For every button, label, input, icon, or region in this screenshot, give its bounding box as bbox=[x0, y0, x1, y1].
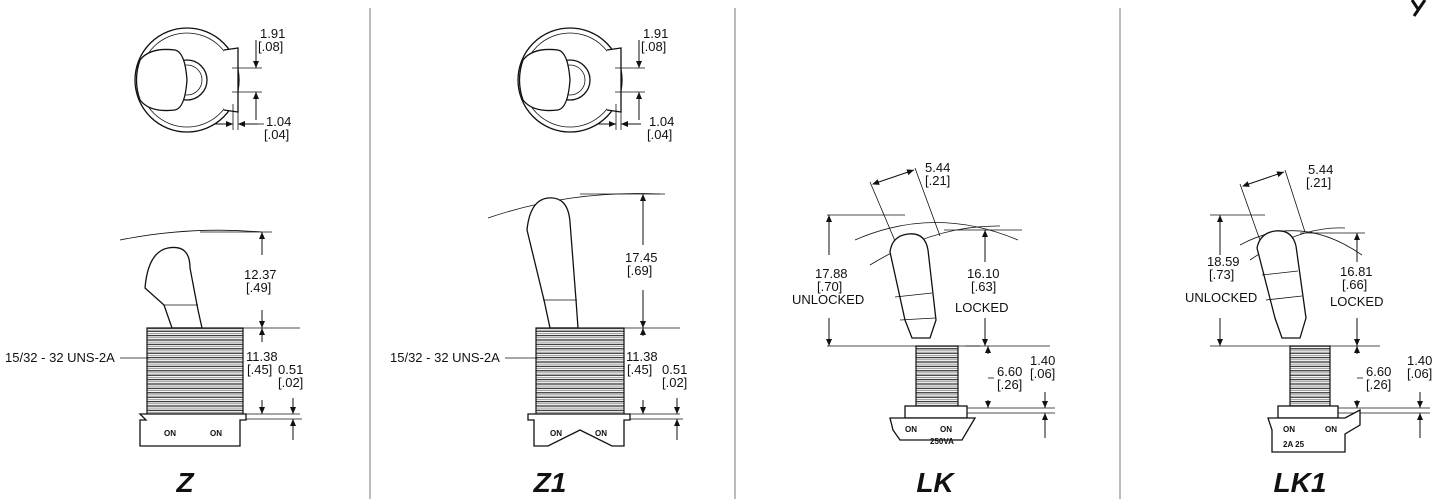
bushing-dim-inch: [.26] bbox=[997, 377, 1022, 392]
side-view: 17.45 [.69] 11.38 [.45] 0.51 [.02] 15/32… bbox=[390, 193, 687, 447]
bushing-dim: 11.38 bbox=[626, 349, 658, 364]
nut-dim: 1.40 bbox=[1407, 353, 1432, 368]
panel-title: Z1 bbox=[533, 467, 567, 498]
unlocked-label: UNLOCKED bbox=[792, 292, 864, 307]
top-dim-1-inch: [.08] bbox=[641, 39, 666, 54]
unlocked-dim: 17.88 bbox=[815, 266, 848, 281]
rating-label: 250VA bbox=[930, 437, 954, 446]
unlocked-dim-inch: [.73] bbox=[1209, 267, 1234, 282]
top-dim-2-inch: [.04] bbox=[647, 127, 672, 142]
top-view: 1.91 [.08] 1.04 [.04] bbox=[134, 26, 291, 142]
nut-dim: 0.51 bbox=[278, 362, 303, 377]
terminal-2-label: ON bbox=[595, 429, 607, 438]
nut-dim-inch: [.02] bbox=[662, 375, 687, 390]
terminal-2-label: ON bbox=[940, 425, 952, 434]
bushing-dim: 6.60 bbox=[997, 364, 1022, 379]
nut-dim: 1.40 bbox=[1030, 353, 1055, 368]
unlocked-label: UNLOCKED bbox=[1185, 290, 1257, 305]
locked-dim-inch: [.66] bbox=[1342, 277, 1367, 292]
height-dim-inch: [.69] bbox=[627, 263, 652, 278]
top-dim-1-inch: [.08] bbox=[258, 39, 283, 54]
bushing-dim-inch: [.45] bbox=[247, 362, 272, 377]
terminal-2-label: ON bbox=[1325, 425, 1337, 434]
locked-dim-inch: [.63] bbox=[971, 279, 996, 294]
thread-spec: 15/32 - 32 UNS-2A bbox=[5, 350, 115, 365]
rating-label: 2A 25 bbox=[1283, 440, 1305, 449]
panel-z: 1.91 [.08] 1.04 [.04] 12.37 [.49] bbox=[5, 26, 303, 498]
locked-label: LOCKED bbox=[1330, 294, 1383, 309]
terminal-1-label: ON bbox=[905, 425, 917, 434]
nut-dim-inch: [.06] bbox=[1407, 366, 1432, 381]
thread-spec: 15/32 - 32 UNS-2A bbox=[390, 350, 500, 365]
height-dim: 12.37 bbox=[244, 267, 277, 282]
side-view: 12.37 [.49] 11.38 [.45] 0.51 [.02] 15/32… bbox=[5, 229, 303, 447]
top-dim-2-inch: [.04] bbox=[264, 127, 289, 142]
unlocked-dim: 18.59 bbox=[1207, 254, 1240, 269]
top-dim-1: 1.91 bbox=[643, 26, 668, 41]
terminal-1-label: ON bbox=[164, 429, 176, 438]
top-dim-1: 1.91 bbox=[260, 26, 285, 41]
bushing-dim-inch: [.45] bbox=[627, 362, 652, 377]
panel-title: LK bbox=[916, 467, 955, 498]
width-dim-inch: [.21] bbox=[925, 173, 950, 188]
bushing-dim: 6.60 bbox=[1366, 364, 1391, 379]
width-dim: 5.44 bbox=[1308, 162, 1333, 177]
width-dim-inch: [.21] bbox=[1306, 175, 1331, 190]
panel-title: Z bbox=[175, 467, 194, 498]
bushing-dim: 11.38 bbox=[246, 349, 278, 364]
panel-lk: 5.44 [.21] 17.88 [.70] UNLOCKED 16.10 [.… bbox=[792, 160, 1055, 498]
top-dim-2: 1.04 bbox=[649, 114, 674, 129]
locked-label: LOCKED bbox=[955, 300, 1008, 315]
locked-dim: 16.81 bbox=[1340, 264, 1373, 279]
top-view: 1.91 [.08] 1.04 [.04] bbox=[517, 26, 674, 142]
unlocked-dim-inch: [.70] bbox=[817, 279, 842, 294]
nut-dim-inch: [.02] bbox=[278, 375, 303, 390]
panel-title: LK1 bbox=[1274, 467, 1327, 498]
cropped-title-fragment bbox=[1410, 0, 1427, 17]
terminal-1-label: ON bbox=[1283, 425, 1295, 434]
terminal-1-label: ON bbox=[550, 429, 562, 438]
panel-lk1: 5.44 [.21] 18.59 [.73] UNLOCKED 16.81 [.… bbox=[1185, 162, 1432, 498]
panel-z1: 1.91 [.08] 1.04 [.04] 17.45 [.69] 11.38 bbox=[390, 26, 687, 498]
locked-dim: 16.10 bbox=[967, 266, 1000, 281]
terminal-2-label: ON bbox=[210, 429, 222, 438]
top-dim-2: 1.04 bbox=[266, 114, 291, 129]
height-dim: 17.45 bbox=[625, 250, 658, 265]
nut-dim: 0.51 bbox=[662, 362, 687, 377]
bushing-dim-inch: [.26] bbox=[1366, 377, 1391, 392]
height-dim-inch: [.49] bbox=[246, 280, 271, 295]
width-dim: 5.44 bbox=[925, 160, 950, 175]
nut-dim-inch: [.06] bbox=[1030, 366, 1055, 381]
